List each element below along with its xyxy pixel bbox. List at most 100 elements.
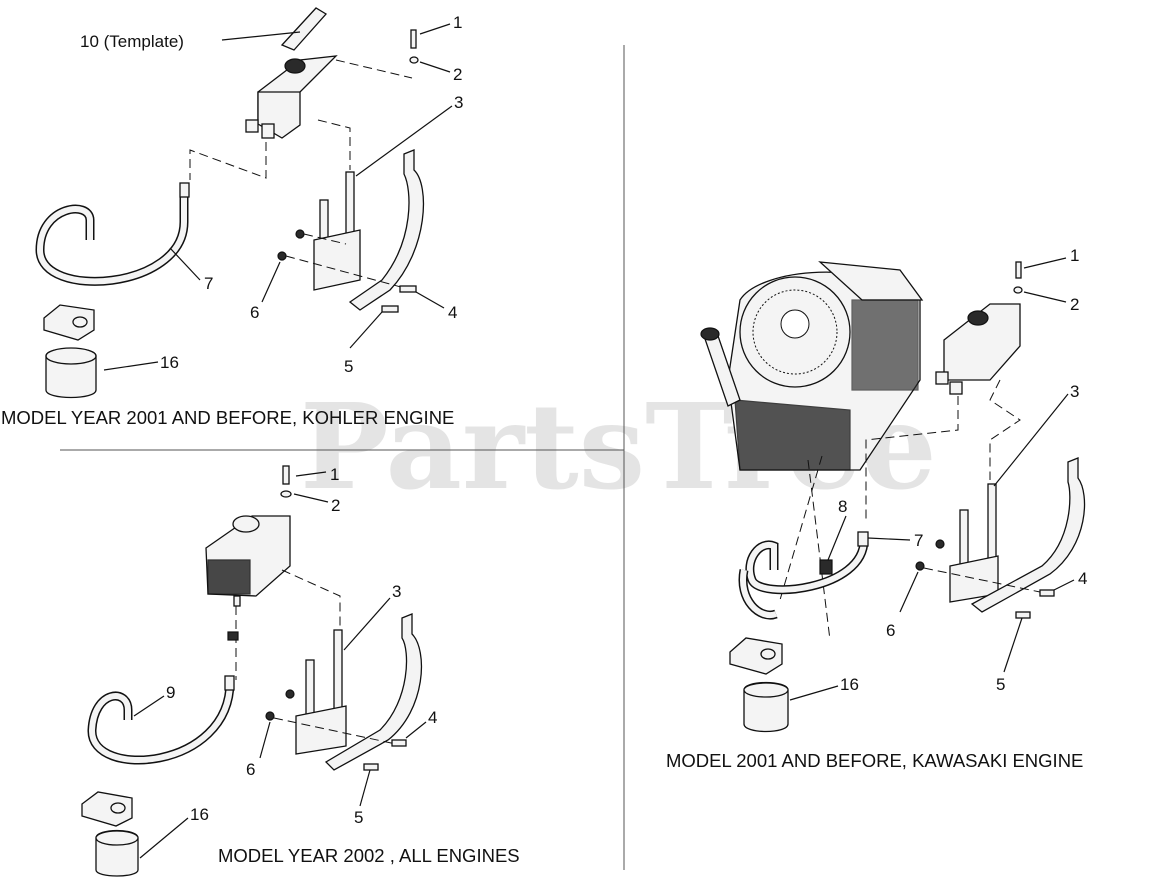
label-4: 4: [448, 303, 457, 322]
leader-line: [359, 769, 371, 807]
nut: [265, 711, 275, 721]
label-3: 3: [454, 93, 463, 112]
fuel-fitting: [261, 123, 275, 139]
fuel-fitting: [245, 119, 259, 133]
bracket-hole: [72, 316, 88, 328]
engine-fan-grill: [752, 289, 838, 375]
leader-line: [103, 361, 159, 371]
filter-top: [45, 347, 97, 365]
guide-line: [189, 142, 267, 180]
caption-kawasaki: MODEL 2001 AND BEFORE, KAWASAKI ENGINE: [666, 750, 1083, 771]
fuel-hose-inner: [88, 681, 233, 763]
leader-line: [405, 721, 427, 739]
hose-clamp: [179, 182, 190, 198]
leader-line: [993, 393, 1069, 487]
leader-line: [169, 247, 201, 281]
bolt: [381, 305, 399, 313]
leader-line: [789, 685, 839, 701]
leader-line: [343, 597, 391, 651]
fuel-cap: [232, 515, 260, 533]
fuel-cap: [967, 310, 989, 326]
washer: [1013, 286, 1023, 294]
bolt: [391, 739, 407, 747]
label-6: 6: [246, 760, 255, 779]
guide-line: [923, 567, 1041, 593]
nut: [915, 561, 925, 571]
filter-bracket: [43, 304, 95, 341]
label-4: 4: [1078, 569, 1087, 588]
filter-top: [95, 830, 139, 846]
hose-fitting: [857, 531, 869, 547]
bolt: [399, 285, 417, 293]
label-1: 1: [453, 13, 462, 32]
leader-line: [259, 721, 271, 759]
label-3: 3: [1070, 382, 1079, 401]
kawasaki-section: 1 2 3 8 7 4 6 5 16 MODEL 2001 AND BEFORE…: [666, 246, 1087, 771]
guide-line: [779, 455, 823, 601]
filter-bracket: [729, 637, 783, 675]
guide-line: [865, 396, 959, 520]
template-plate: [280, 7, 328, 51]
fuel-hose: [35, 195, 189, 286]
nut: [285, 689, 295, 699]
label-2: 2: [453, 65, 462, 84]
label-2: 2: [331, 496, 340, 515]
leader-line: [295, 471, 327, 477]
bracket-hole: [760, 648, 776, 660]
bolt: [363, 763, 379, 771]
kohler-section: 10 (Template) 1 2 3 7 6 4 5 16 MODEL YEA…: [1, 7, 463, 428]
caption-kohler: MODEL YEAR 2001 AND BEFORE, KOHLER ENGIN…: [1, 407, 454, 428]
leader-line: [355, 105, 453, 177]
leader-line: [1053, 579, 1075, 591]
leader-line: [1023, 291, 1067, 303]
label-16: 16: [160, 353, 179, 372]
fuel-hose-inner: [747, 539, 867, 593]
engine-top: [818, 261, 924, 301]
label-3: 3: [392, 582, 401, 601]
label-5: 5: [344, 357, 353, 376]
leader-line: [293, 493, 329, 503]
leader-line: [899, 571, 919, 613]
fuel-fitting: [935, 371, 949, 385]
mount-plate: [313, 229, 361, 291]
leader-line: [867, 537, 911, 541]
label-6: 6: [250, 303, 259, 322]
all-engines-section: 1 2 3 9 4 6 5 16 MODEL YEAR 2002 , ALL E…: [81, 465, 520, 877]
filter-bracket: [81, 791, 133, 827]
fuel-hose-inner: [36, 195, 187, 285]
label-7: 7: [914, 531, 923, 550]
fuel-hose-inner: [740, 569, 778, 619]
leader-line: [261, 261, 281, 303]
support-bar: [348, 149, 424, 311]
leader-line: [415, 291, 445, 309]
guide-line: [317, 119, 351, 170]
leader-line: [349, 311, 383, 349]
fuel-fitting: [949, 381, 963, 395]
label-template: 10 (Template): [80, 32, 184, 51]
leader-line: [1023, 257, 1067, 269]
nut: [295, 229, 305, 239]
label-5: 5: [996, 675, 1005, 694]
washer: [280, 490, 292, 498]
support-bar: [970, 457, 1086, 613]
label-5: 5: [354, 808, 363, 827]
bolt: [1039, 589, 1055, 597]
leader-line: [827, 515, 847, 561]
bolt: [282, 465, 290, 485]
guide-line: [989, 379, 1021, 480]
label-2: 2: [1070, 295, 1079, 314]
dipstick-cap: [700, 327, 720, 341]
filter-top: [743, 682, 789, 698]
bolt: [1015, 611, 1031, 619]
label-8: 8: [838, 497, 847, 516]
caption-all: MODEL YEAR 2002 , ALL ENGINES: [218, 845, 520, 866]
label-1: 1: [1070, 246, 1079, 265]
engine-fan-hub: [780, 309, 810, 339]
label-16: 16: [190, 805, 209, 824]
label-9: 9: [166, 683, 175, 702]
leader-line: [133, 695, 165, 717]
fuel-cap: [284, 58, 306, 74]
guide-line: [303, 233, 347, 245]
label-6: 6: [886, 621, 895, 640]
